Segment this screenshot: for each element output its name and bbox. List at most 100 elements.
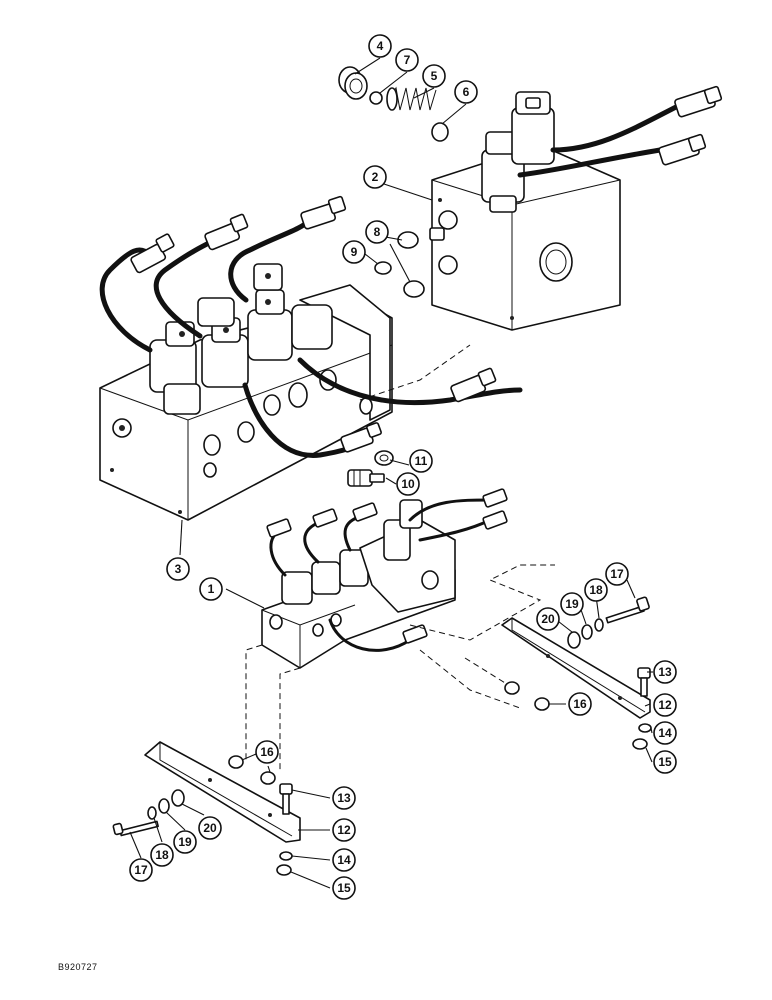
connector-2a <box>658 133 707 166</box>
o-ring-8a <box>397 231 419 249</box>
valve-block-2 <box>429 91 621 331</box>
o-ring-8b <box>403 280 425 298</box>
callout-3: 3 <box>166 557 190 581</box>
assembly-line-1c <box>464 657 511 687</box>
callout-14-right: 14 <box>653 721 677 745</box>
svg-text:18: 18 <box>155 848 169 862</box>
callout-17-left: 17 <box>129 858 153 882</box>
callout-20-left: 20 <box>198 816 222 840</box>
lockwasher-18-right <box>594 618 604 632</box>
svg-text:15: 15 <box>658 755 672 769</box>
wire-1d <box>408 498 492 522</box>
callout-5: 5 <box>422 64 446 88</box>
callout-9: 9 <box>342 240 366 264</box>
washer-20-right <box>567 631 581 649</box>
washer-19-right <box>581 624 593 640</box>
svg-text:3: 3 <box>175 562 182 576</box>
bushing-16-left-b <box>260 771 276 785</box>
svg-text:17: 17 <box>610 567 624 581</box>
svg-text:8: 8 <box>374 225 381 239</box>
seal-7 <box>369 91 383 105</box>
svg-text:10: 10 <box>401 477 415 491</box>
figure-code: B920727 <box>58 962 98 972</box>
washer-14-left <box>279 851 293 861</box>
callout-12-left: 12 <box>332 818 356 842</box>
svg-text:16: 16 <box>573 697 587 711</box>
bushing-16-right-a <box>504 681 520 695</box>
assembly-line-1a <box>409 564 555 641</box>
svg-text:12: 12 <box>658 698 672 712</box>
assembly-line-3 <box>359 344 471 401</box>
bushing-16-left-a <box>228 755 244 769</box>
svg-text:17: 17 <box>134 863 148 877</box>
svg-text:7: 7 <box>404 53 411 67</box>
callout-8: 8 <box>365 220 389 244</box>
lockwasher-18-left <box>147 806 157 820</box>
svg-text:15: 15 <box>337 881 351 895</box>
connector-1b <box>312 508 338 528</box>
callout-11: 11 <box>409 449 433 473</box>
svg-text:6: 6 <box>463 85 470 99</box>
connector-3e <box>340 422 382 453</box>
wire-2a <box>517 147 663 178</box>
callout-16-left: 16 <box>255 740 279 764</box>
washer-11 <box>374 450 394 466</box>
valve-assembly-1 <box>261 499 456 669</box>
callout-14-left: 14 <box>332 848 356 872</box>
callout-1: 1 <box>199 577 223 601</box>
callout-4: 4 <box>368 34 392 58</box>
callout-17-right: 17 <box>605 562 629 586</box>
callout-12-right: 12 <box>653 693 677 717</box>
svg-text:19: 19 <box>178 835 192 849</box>
ball-6 <box>431 122 449 142</box>
callout-19-left: 19 <box>173 830 197 854</box>
svg-text:11: 11 <box>415 454 428 468</box>
svg-text:20: 20 <box>541 612 555 626</box>
connector-3c <box>300 195 347 230</box>
svg-text:18: 18 <box>589 583 603 597</box>
bolt-17-right <box>605 596 650 624</box>
connector-1d <box>482 488 508 508</box>
callout-15-right: 15 <box>653 750 677 774</box>
assembly-line-1b <box>419 649 521 709</box>
wire-2b <box>550 102 683 153</box>
svg-text:2: 2 <box>372 170 379 184</box>
nut-15-left <box>276 864 292 876</box>
wire-3c <box>228 217 313 303</box>
wire-1f <box>328 618 412 652</box>
wire-3b <box>153 237 218 339</box>
connector-3b <box>204 213 249 251</box>
assembly-line-1e <box>279 667 301 770</box>
svg-text:20: 20 <box>203 821 217 835</box>
connector-1f <box>402 624 428 644</box>
svg-text:19: 19 <box>565 597 579 611</box>
callout-20-right: 20 <box>536 607 560 631</box>
bracket-12-left <box>144 741 301 843</box>
connector-1a <box>266 518 292 538</box>
svg-text:4: 4 <box>377 39 384 53</box>
svg-text:14: 14 <box>658 726 672 740</box>
assembly-line-1d <box>245 644 263 760</box>
wire-3a <box>99 247 153 353</box>
svg-text:13: 13 <box>337 791 351 805</box>
connector-1e <box>482 510 508 530</box>
callout-10: 10 <box>396 472 420 496</box>
spring-5 <box>386 86 437 111</box>
nut-15-right <box>632 738 648 750</box>
svg-text:12: 12 <box>337 823 351 837</box>
connector-2b <box>674 85 723 118</box>
wire-3d <box>297 357 523 406</box>
leader-lines <box>129 57 653 889</box>
bolt-13-right <box>637 667 651 697</box>
callout-15-left: 15 <box>332 876 356 900</box>
connector-3a <box>130 233 175 274</box>
callout-6: 6 <box>454 80 478 104</box>
bracket-12-right <box>501 617 651 719</box>
callout-13-left: 13 <box>332 786 356 810</box>
svg-text:1: 1 <box>208 582 215 596</box>
o-ring-9 <box>374 261 392 275</box>
svg-text:13: 13 <box>658 665 672 679</box>
callout-19-right: 19 <box>560 592 584 616</box>
svg-text:16: 16 <box>260 745 274 759</box>
